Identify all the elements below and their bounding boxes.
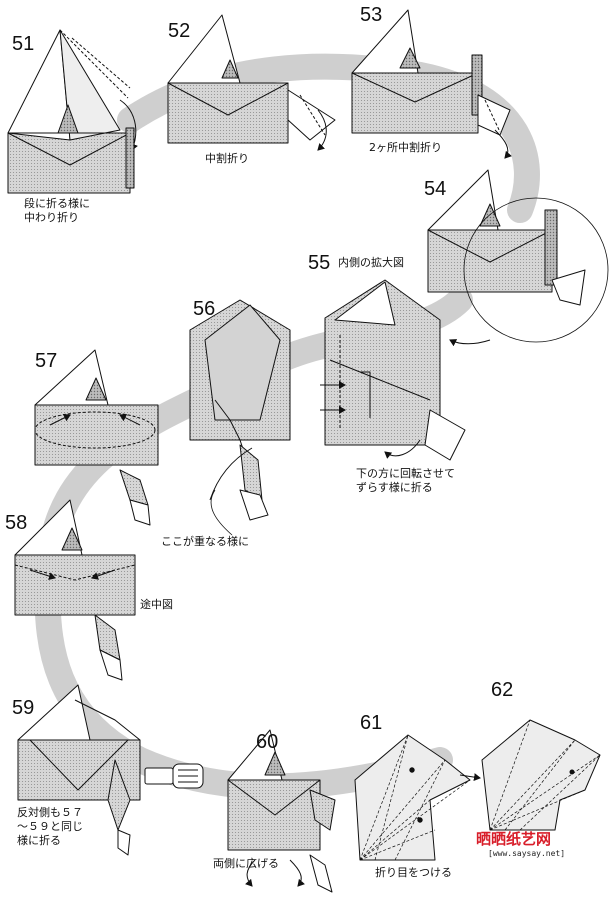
step-51-number: 51 — [12, 33, 34, 56]
step-58-caption: 途中図 — [140, 598, 173, 612]
caption-line: 中わり折り — [24, 211, 90, 225]
step-53-figure — [352, 10, 510, 158]
step-53-number: 53 — [360, 4, 382, 27]
step-57-figure — [35, 350, 158, 525]
step-58-figure — [15, 500, 135, 680]
step-60-number: 60 — [256, 731, 278, 754]
step-59-number: 59 — [12, 697, 34, 720]
step-59-caption: 反対側も５７ ～５９と同じ 様に折る — [17, 806, 83, 848]
watermark-url: [www.saysay.net] — [488, 849, 565, 858]
caption-line: 様に折る — [17, 834, 83, 848]
step-61-number: 61 — [360, 712, 382, 735]
pointing-hand-icon — [145, 764, 203, 788]
note-line: ずらす様に折る — [356, 481, 455, 495]
step-51-caption: 段に折る様に 中わり折り — [24, 197, 90, 225]
step-52-caption: 中割折り — [205, 152, 249, 166]
step-52-number: 52 — [168, 20, 190, 43]
step-54-number: 54 — [424, 178, 446, 201]
step-58-number: 58 — [5, 512, 27, 535]
step-56-figure — [190, 300, 290, 520]
step-53-caption: 2ヶ所中割折り — [369, 141, 442, 155]
note-leaders — [211, 490, 232, 535]
step-61-caption: 折り目をつける — [375, 866, 452, 880]
watermark-brand: 晒晒纸艺网 — [476, 828, 551, 849]
caption-line: 反対側も５７ — [17, 806, 83, 820]
overlap-note: ここが重なる様に — [161, 535, 249, 549]
step-61-figure — [355, 735, 480, 860]
step-62-number: 62 — [491, 679, 513, 702]
step-56-number: 56 — [193, 298, 215, 321]
step-57-number: 57 — [35, 350, 57, 373]
note-line: 下の方に回転させて — [356, 467, 455, 481]
caption-line: 段に折る様に — [24, 197, 90, 211]
step-52-figure — [168, 15, 335, 150]
rotate-slide-note: 下の方に回転させて ずらす様に折る — [356, 467, 455, 495]
step-60-caption: 両側に広げる — [213, 857, 279, 871]
step-55-number: 55 — [308, 252, 330, 275]
step-55-caption: 内側の拡大図 — [338, 256, 404, 270]
step-62-figure — [482, 720, 600, 830]
caption-line: ～５９と同じ — [17, 820, 83, 834]
